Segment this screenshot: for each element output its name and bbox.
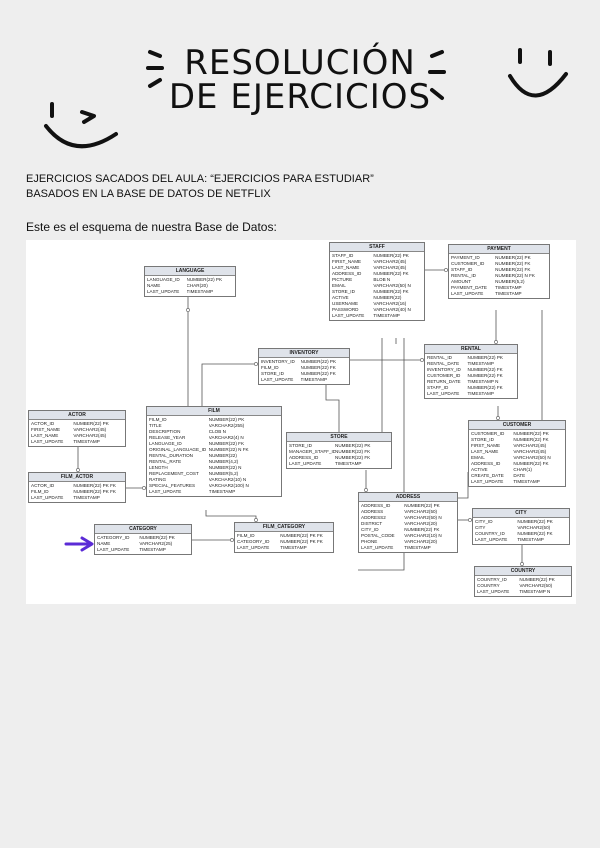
intro-line-2: BASADOS EN LA BASE DE DATOS DE NETFLIX — [26, 188, 271, 200]
column-name: LAST_UPDATE — [451, 291, 495, 297]
column-row: LAST_UPDATETIMESTAMP — [261, 377, 347, 383]
page-title-line-2: DE EJERCICIOS — [0, 78, 600, 116]
table-header: PAYMENT — [449, 245, 549, 254]
table-category: CATEGORYCATEGORY_IDNUMBER(22) PKNAMEVARC… — [94, 524, 192, 555]
table-header: ADDRESS — [359, 493, 457, 502]
column-name: LAST_UPDATE — [31, 439, 73, 445]
schema-caption: Este es el esquema de nuestra Base de Da… — [26, 220, 277, 235]
column-type: TIMESTAMP — [73, 439, 123, 445]
column-type: TIMESTAMP — [335, 461, 389, 467]
table-header: ACTOR — [29, 411, 125, 420]
relationship-line — [206, 510, 256, 522]
relationship-line — [458, 472, 468, 498]
column-name: LAST_UPDATE — [361, 545, 404, 551]
column-type: TIMESTAMP — [517, 537, 567, 543]
table-film-actor: FILM_ACTORACTOR_IDNUMBER(22) PK FKFILM_I… — [28, 472, 126, 503]
column-name: LAST_UPDATE — [261, 377, 301, 383]
column-type: TIMESTAMP — [467, 391, 515, 397]
column-name: LAST_UPDATE — [97, 547, 139, 553]
column-name: LAST_UPDATE — [237, 545, 280, 551]
column-type: TIMESTAMP N — [519, 589, 569, 595]
table-header: FILM_ACTOR — [29, 473, 125, 482]
table-header: RENTAL — [425, 345, 517, 354]
table-header: FILM — [147, 407, 281, 416]
intro-paragraph: EJERCICIOS SACADOS DEL AULA: “EJERCICIOS… — [26, 172, 374, 202]
table-store: STORESTORE_IDNUMBER(22) PKMANAGER_STAFF_… — [286, 432, 392, 469]
column-row: LAST_UPDATETIMESTAMP N — [477, 589, 569, 595]
intro-line-1: EJERCICIOS SACADOS DEL AULA: “EJERCICIOS… — [26, 173, 374, 185]
relationship-line — [202, 364, 258, 406]
table-header: STORE — [287, 433, 391, 442]
column-row: LAST_UPDATETIMESTAMP — [361, 545, 455, 551]
table-rental: RENTALRENTAL_IDNUMBER(22) PKRENTAL_DATET… — [424, 344, 518, 399]
column-type: TIMESTAMP — [280, 545, 331, 551]
column-type: TIMESTAMP — [209, 489, 279, 495]
column-name: LAST_UPDATE — [147, 289, 187, 295]
table-header: STAFF — [330, 243, 424, 252]
column-type: TIMESTAMP — [301, 377, 347, 383]
table-header: INVENTORY — [259, 349, 349, 358]
column-name: LAST_UPDATE — [332, 313, 373, 319]
column-name: LAST_UPDATE — [477, 589, 519, 595]
relationship-end-marker — [186, 308, 189, 311]
table-film: FILMFILM_IDNUMBER(22) PKTITLEVARCHAR2(25… — [146, 406, 282, 497]
table-header: CATEGORY — [95, 525, 191, 534]
table-header: FILM_CATEGORY — [235, 523, 333, 532]
column-name: LAST_UPDATE — [427, 391, 467, 397]
column-name: LAST_UPDATE — [31, 495, 73, 501]
column-row: LAST_UPDATETIMESTAMP — [471, 479, 563, 485]
table-inventory: INVENTORYINVENTORY_IDNUMBER(22) PKFILM_I… — [258, 348, 350, 385]
column-type: TIMESTAMP — [373, 313, 422, 319]
column-name: LAST_UPDATE — [289, 461, 335, 467]
column-row: LAST_UPDATETIMESTAMP — [475, 537, 567, 543]
column-row: LAST_UPDATETIMESTAMP — [149, 489, 279, 495]
column-row: LAST_UPDATETIMESTAMP — [31, 495, 123, 501]
column-row: LAST_UPDATETIMESTAMP — [97, 547, 189, 553]
column-type: TIMESTAMP — [404, 545, 455, 551]
table-header: COUNTRY — [475, 567, 571, 576]
column-type: TIMESTAMP — [139, 547, 189, 553]
column-row: LAST_UPDATETIMESTAMP — [31, 439, 123, 445]
table-country: COUNTRYCOUNTRY_IDNUMBER(22) PKCOUNTRYVAR… — [474, 566, 572, 597]
column-name: LAST_UPDATE — [475, 537, 517, 543]
column-row: LAST_UPDATETIMESTAMP — [147, 289, 233, 295]
table-actor: ACTORACTOR_IDNUMBER(22) PKFIRST_NAMEVARC… — [28, 410, 126, 447]
table-header: LANGUAGE — [145, 267, 235, 276]
table-header: CITY — [473, 509, 569, 518]
column-type: TIMESTAMP — [187, 289, 233, 295]
column-row: LAST_UPDATETIMESTAMP — [289, 461, 389, 467]
column-name: LAST_UPDATE — [149, 489, 209, 495]
table-film-category: FILM_CATEGORYFILM_IDNUMBER(22) PK FKCATE… — [234, 522, 334, 553]
table-payment: PAYMENTPAYMENT_IDNUMBER(22) PKCUSTOMER_I… — [448, 244, 550, 299]
column-type: TIMESTAMP — [495, 291, 547, 297]
column-type: TIMESTAMP — [73, 495, 123, 501]
column-type: TIMESTAMP — [513, 479, 563, 485]
column-row: LAST_UPDATETIMESTAMP — [427, 391, 515, 397]
table-header: CUSTOMER — [469, 421, 565, 430]
highlight-arrow-icon — [66, 538, 92, 550]
column-name: LAST_UPDATE — [471, 479, 513, 485]
